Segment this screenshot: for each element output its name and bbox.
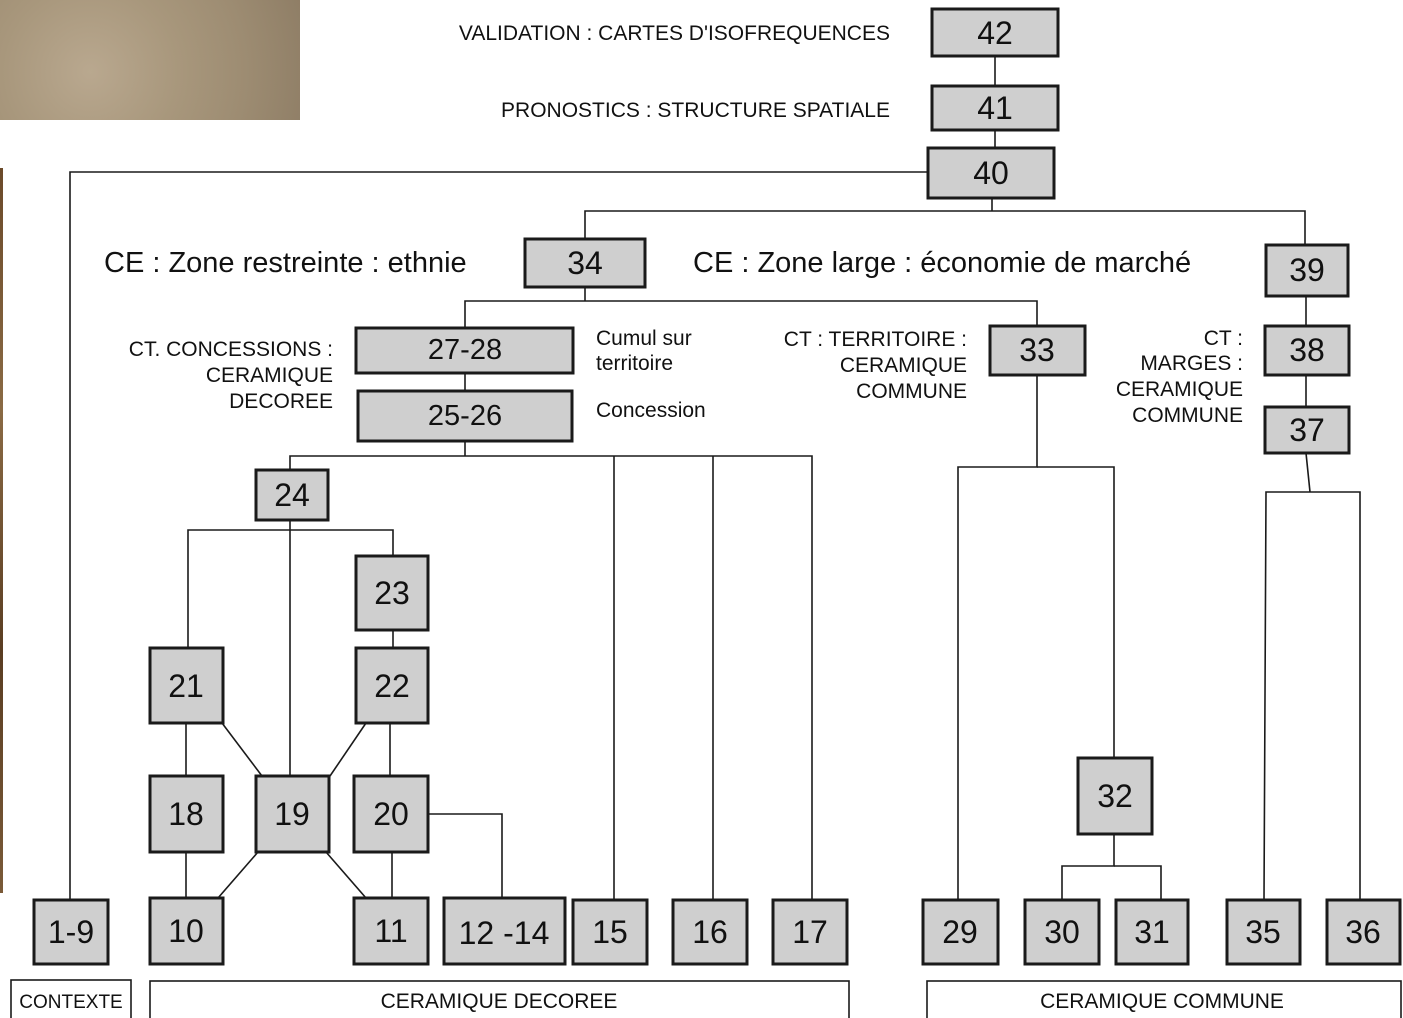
svg-text:CERAMIQUE: CERAMIQUE — [840, 354, 967, 377]
node-38: 38 — [1263, 324, 1351, 377]
svg-text:39: 39 — [1289, 252, 1325, 288]
svg-text:37: 37 — [1289, 412, 1325, 448]
svg-text:34: 34 — [567, 245, 603, 281]
node-37: 37 — [1263, 405, 1351, 455]
svg-text:35: 35 — [1245, 914, 1281, 950]
svg-text:29: 29 — [942, 914, 978, 950]
svg-text:territoire: territoire — [596, 352, 673, 375]
svg-text:27-28: 27-28 — [428, 334, 502, 366]
svg-text:COMMUNE: COMMUNE — [856, 380, 967, 403]
svg-text:CT :: CT : — [1204, 327, 1243, 350]
svg-text:33: 33 — [1019, 332, 1055, 368]
photo-thumbnail — [0, 0, 300, 120]
svg-text:12 -14: 12 -14 — [459, 915, 550, 951]
svg-text:25-26: 25-26 — [428, 400, 502, 432]
group-contexte: CONTEXTE — [10, 979, 132, 1018]
node-19: 19 — [254, 774, 331, 854]
node-24: 24 — [254, 468, 330, 522]
ct-territoire-label: CT : TERRITOIRE : CERAMIQUE COMMUNE — [784, 328, 967, 403]
node-25-26: 25-26 — [356, 389, 574, 443]
ct-concessions-label: CT. CONCESSIONS : CERAMIQUE DECOREE — [129, 338, 333, 413]
node-15: 15 — [571, 898, 649, 966]
svg-text:MARGES :: MARGES : — [1140, 352, 1243, 375]
svg-text:30: 30 — [1044, 914, 1080, 950]
node-17: 17 — [771, 898, 849, 966]
photo-edge-strip — [0, 168, 3, 893]
svg-text:CERAMIQUE: CERAMIQUE — [1116, 378, 1243, 401]
svg-text:18: 18 — [168, 796, 204, 832]
node-21: 21 — [148, 646, 225, 725]
node-36: 36 — [1325, 898, 1402, 966]
node-22: 22 — [354, 646, 430, 725]
node-31: 31 — [1114, 898, 1190, 966]
svg-text:41: 41 — [977, 90, 1013, 126]
node-12-14: 12 -14 — [442, 896, 567, 966]
svg-text:42: 42 — [977, 15, 1013, 51]
group-ceramique-decoree: CERAMIQUE DECOREE — [149, 980, 850, 1018]
svg-text:DECOREE: DECOREE — [229, 390, 333, 413]
svg-text:16: 16 — [692, 914, 728, 950]
node-10: 10 — [148, 896, 225, 966]
svg-text:20: 20 — [373, 796, 409, 832]
svg-text:32: 32 — [1097, 778, 1133, 814]
svg-text:CT. CONCESSIONS :: CT. CONCESSIONS : — [129, 338, 333, 361]
node-27-28: 27-28 — [354, 326, 575, 375]
svg-text:24: 24 — [274, 477, 310, 513]
node-1-9: 1-9 — [32, 898, 110, 966]
node-35: 35 — [1225, 898, 1302, 966]
svg-text:11: 11 — [374, 913, 407, 949]
svg-text:22: 22 — [374, 668, 410, 704]
node-23: 23 — [354, 554, 430, 632]
ce-large-label: CE : Zone large : économie de marché — [693, 247, 1191, 279]
svg-text:38: 38 — [1289, 332, 1325, 368]
node-41: 41 — [930, 84, 1060, 132]
node-20: 20 — [352, 774, 430, 854]
svg-text:31: 31 — [1134, 914, 1170, 950]
svg-text:COMMUNE: COMMUNE — [1132, 404, 1243, 427]
svg-text:36: 36 — [1345, 914, 1381, 950]
validation-label: VALIDATION : CARTES D'ISOFREQUENCES — [459, 22, 890, 45]
svg-text:21: 21 — [168, 668, 204, 704]
svg-text:17: 17 — [792, 914, 828, 950]
node-30: 30 — [1023, 898, 1101, 966]
node-32: 32 — [1076, 756, 1154, 836]
svg-text:Cumul sur: Cumul sur — [596, 327, 692, 350]
node-18: 18 — [148, 774, 225, 854]
svg-text:CERAMIQUE: CERAMIQUE — [206, 364, 333, 387]
svg-text:10: 10 — [168, 913, 204, 949]
node-34: 34 — [523, 237, 647, 289]
ct-marges-label: CT : MARGES : CERAMIQUE COMMUNE — [1116, 327, 1243, 427]
node-11: 11 — [352, 896, 430, 966]
svg-text:CT : TERRITOIRE :: CT : TERRITOIRE : — [784, 328, 967, 351]
node-40: 40 — [926, 146, 1056, 200]
svg-text:1-9: 1-9 — [48, 914, 94, 950]
connector-lines — [69, 56, 1361, 901]
node-16: 16 — [671, 898, 749, 966]
node-42: 42 — [930, 7, 1060, 58]
node-39: 39 — [1264, 243, 1350, 298]
svg-text:19: 19 — [274, 796, 310, 832]
cumul-label: Cumul sur territoire — [596, 327, 692, 375]
svg-text:15: 15 — [592, 914, 628, 950]
node-33: 33 — [988, 324, 1087, 377]
svg-text:CONTEXTE: CONTEXTE — [19, 992, 122, 1013]
node-29: 29 — [921, 898, 1000, 966]
group-ceramique-commune: CERAMIQUE COMMUNE — [926, 980, 1402, 1018]
svg-text:40: 40 — [973, 155, 1009, 191]
concession-label: Concession — [596, 399, 706, 422]
svg-text:23: 23 — [374, 575, 410, 611]
ce-restreinte-label: CE : Zone restreinte : ethnie — [104, 247, 467, 279]
pronostics-label: PRONOSTICS : STRUCTURE SPATIALE — [501, 99, 890, 122]
svg-text:CERAMIQUE DECOREE: CERAMIQUE DECOREE — [381, 990, 618, 1013]
svg-text:CERAMIQUE COMMUNE: CERAMIQUE COMMUNE — [1040, 990, 1284, 1013]
